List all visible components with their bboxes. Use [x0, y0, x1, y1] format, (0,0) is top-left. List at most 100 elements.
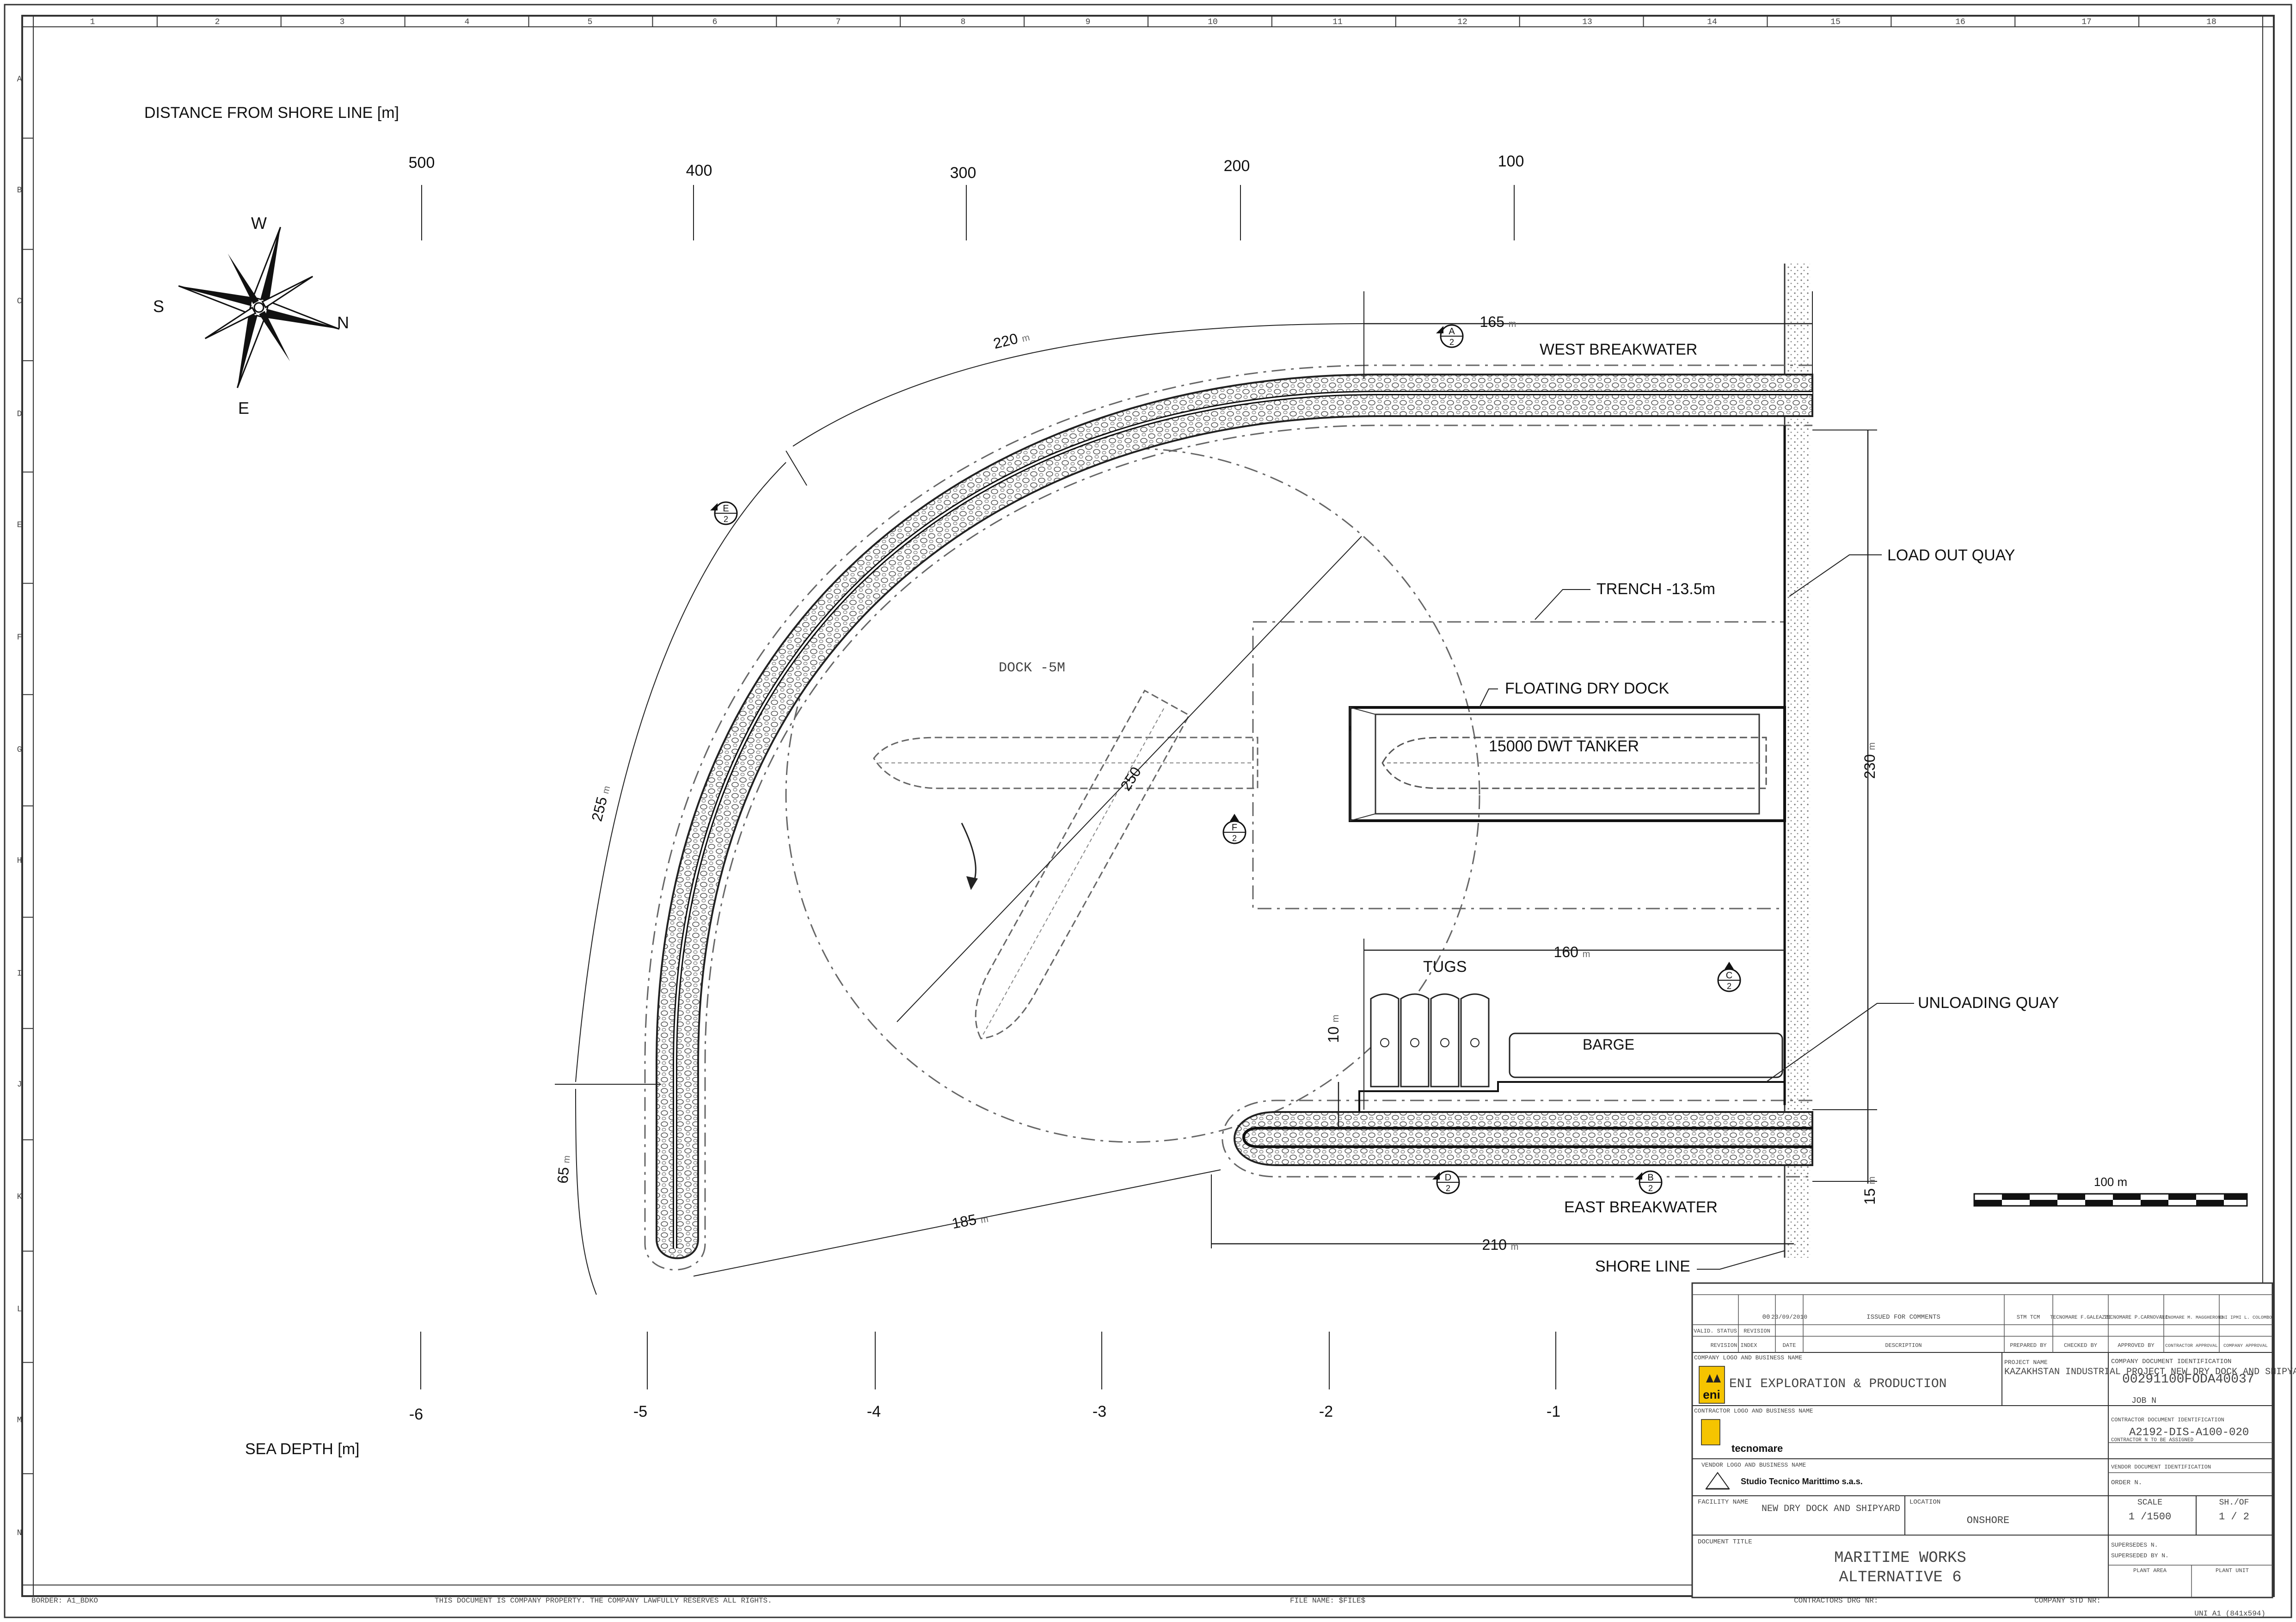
title-block — [1691, 1282, 2273, 1598]
location: ONSHORE — [1967, 1515, 2009, 1526]
svg-text:A: A — [1449, 326, 1455, 337]
label-west-breakwater: WEST BREAKWATER — [1540, 341, 1697, 358]
contractor-doc-id-label: CONTRACTOR DOCUMENT IDENTIFICATION — [2111, 1417, 2224, 1423]
svg-text:DESCRIPTION: DESCRIPTION — [1885, 1342, 1922, 1349]
depth-mark-3: -3 — [1093, 1403, 1106, 1420]
dim-210: 210 m — [1482, 1236, 1519, 1253]
svg-text:2: 2 — [724, 515, 728, 524]
svg-text:COMPANY APPROVAL: COMPANY APPROVAL — [2223, 1344, 2268, 1349]
vendor-logo-label: VENDOR LOGO AND BUSINESS NAME — [1701, 1462, 1806, 1468]
tugs — [1370, 993, 1490, 1087]
svg-text:REVISION INDEX: REVISION INDEX — [1711, 1342, 1757, 1349]
frame-col-10: 10 — [1208, 18, 1218, 27]
dim-220: 220 m — [992, 327, 1031, 352]
label-trench: TRENCH -13.5m — [1596, 580, 1715, 598]
barge — [1509, 1032, 1783, 1078]
dim-165: 165 m — [1480, 313, 1516, 330]
svg-text:CHECKED BY: CHECKED BY — [2064, 1342, 2097, 1349]
svg-text:VALID. STATUS: VALID. STATUS — [1694, 1328, 1737, 1334]
revision-row: 00 23/09/2010 ISSUED FOR COMMENTS STM TC… — [1762, 1314, 2272, 1321]
svg-text:C: C — [1726, 971, 1732, 981]
section-marker-f: F 2 — [1222, 814, 1246, 844]
doc-title-line2: ALTERNATIVE 6 — [1839, 1569, 1961, 1586]
svg-text:2: 2 — [1232, 834, 1237, 843]
svg-text:E: E — [723, 504, 729, 514]
frame-row-d: D — [17, 410, 22, 419]
dim-185: 185 m — [951, 1209, 989, 1232]
east-breakwater-outer-toe — [1222, 1100, 1812, 1178]
company-doc-id: 00291100FODA40037 — [2122, 1372, 2254, 1387]
turning-circle — [785, 448, 1480, 1143]
vendor-name: Studio Tecnico Marittimo s.a.s. — [1741, 1477, 1863, 1486]
frame-column-labels: 1 2 3 4 5 6 7 8 9 10 11 12 13 14 15 16 1… — [90, 18, 2216, 27]
rotated-tanker-outline — [975, 689, 1191, 1039]
supersedes: SUPERSEDES N. — [2111, 1542, 2158, 1548]
compass-rose-icon — [178, 227, 340, 388]
frame-col-12: 12 — [1457, 18, 1467, 27]
company-name: ENI EXPLORATION & PRODUCTION — [1729, 1377, 1946, 1391]
superseded-by: SUPERSEDED BY N. — [2111, 1552, 2169, 1559]
frame-col-4: 4 — [465, 18, 470, 27]
section-marker-a: A 2 — [1436, 324, 1464, 348]
rev-description: ISSUED FOR COMMENTS — [1866, 1314, 1940, 1321]
compass-n: N — [337, 313, 349, 332]
label-dock: DOCK -5M — [999, 660, 1065, 676]
eni-logo: eni — [1699, 1366, 1725, 1404]
frame-col-3: 3 — [340, 18, 345, 27]
distance-mark-300: 300 — [950, 164, 976, 182]
rev-prepared: STM TCM — [2017, 1314, 2040, 1321]
footer-property: THIS DOCUMENT IS COMPANY PROPERTY. THE C… — [435, 1597, 772, 1605]
distance-mark-400: 400 — [686, 162, 712, 179]
footer-border: BORDER: A1_BDKO — [31, 1597, 98, 1605]
label-tugs: TUGS — [1423, 958, 1467, 976]
distance-mark-100: 100 — [1498, 153, 1524, 170]
section-marker-e: E 2 — [710, 501, 738, 525]
vendor-logo-icon — [1705, 1472, 1730, 1490]
sheet-value: 1 / 2 — [2219, 1511, 2249, 1523]
frame-row-f: F — [17, 633, 22, 642]
distance-mark-500: 500 — [409, 154, 435, 172]
frame-row-a: A — [17, 75, 22, 84]
plant-unit: PLANT UNIT — [2216, 1567, 2249, 1574]
svg-text:2: 2 — [1727, 982, 1731, 991]
svg-text:CONTRACTOR APPROVAL: CONTRACTOR APPROVAL — [2165, 1344, 2218, 1349]
distance-title: DISTANCE FROM SHORE LINE [m] — [144, 104, 399, 122]
trench-outline — [1252, 621, 1786, 909]
depth-mark-5: -5 — [633, 1403, 647, 1420]
depth-mark-4: -4 — [867, 1403, 881, 1420]
plant-area: PLANT AREA — [2133, 1567, 2167, 1574]
towed-tanker-outline — [873, 737, 1259, 789]
company-doc-id-label: COMPANY DOCUMENT IDENTIFICATION — [2111, 1358, 2231, 1365]
svg-text:DATE: DATE — [1783, 1342, 1796, 1349]
dimension-lines — [555, 291, 1877, 1295]
scale-label: SCALE — [2137, 1498, 2162, 1507]
west-breakwater — [656, 374, 1813, 1260]
compass-s: S — [153, 297, 164, 316]
dim-10: 10 m — [1325, 1014, 1342, 1043]
scale-value: 1 /1500 — [2129, 1511, 2171, 1523]
label-tanker: 15000 DWT TANKER — [1489, 737, 1639, 755]
doc-title-line1: MARITIME WORKS — [1834, 1549, 1966, 1567]
distance-scale: 500 400 300 200 100 — [409, 153, 1524, 240]
job-label: JOB N — [2131, 1396, 2156, 1406]
dim-65: 65 m — [554, 1155, 573, 1184]
frame-row-l: L — [17, 1305, 22, 1314]
label-barge: BARGE — [1583, 1036, 1634, 1053]
west-breakwater-outer-toe — [644, 364, 1812, 1271]
frame-row-c: C — [17, 297, 22, 306]
project-name-label: PROJECT NAME — [2004, 1359, 2048, 1366]
depth-mark-6: -6 — [409, 1406, 423, 1423]
frame-row-h: H — [17, 856, 22, 866]
dim-250: 250 — [1117, 764, 1144, 793]
floating-dry-dock — [1349, 706, 1786, 822]
facility-label: FACILITY NAME — [1698, 1499, 1748, 1506]
svg-text:2: 2 — [1449, 338, 1454, 347]
footer-sheet-size: UNI A1 (841x594) — [2194, 1610, 2265, 1618]
frame-col-6: 6 — [712, 18, 718, 27]
svg-text:eni: eni — [1703, 1388, 1720, 1401]
graphic-scale-bar — [1973, 1193, 2248, 1207]
label-shore-line: SHORE LINE — [1595, 1258, 1690, 1275]
section-marker-b: B 2 — [1635, 1170, 1663, 1194]
west-breakwater-axis-inner — [674, 392, 1812, 1248]
